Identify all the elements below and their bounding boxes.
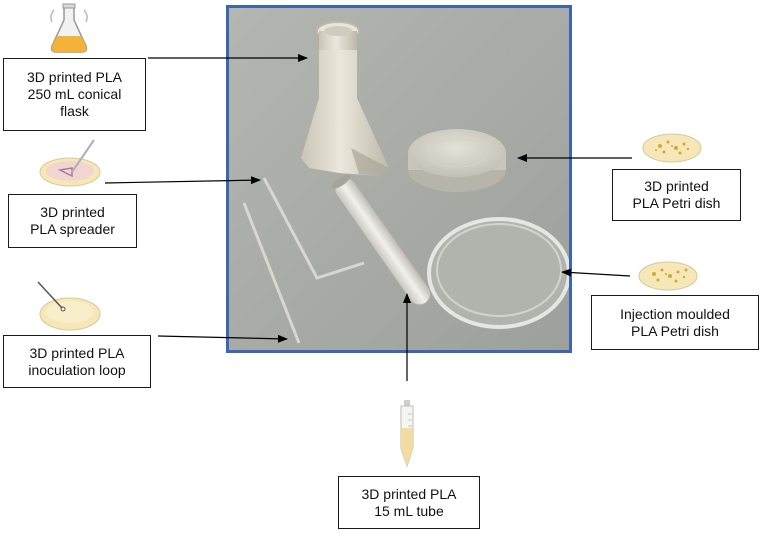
- label-spreader-line1: 3D printed: [40, 204, 105, 220]
- arrow-loop: [157, 334, 288, 343]
- pla-flask: [301, 21, 389, 176]
- label-flask-line1: 3D printed PLA: [27, 69, 122, 85]
- label-tube: 3D printed PLA 15 mL tube: [338, 476, 480, 529]
- label-loop-line1: 3D printed PLA: [29, 344, 125, 361]
- centrifuge-tube-icon: [400, 400, 414, 468]
- label-loop: 3D printed PLA inoculation loop: [3, 335, 151, 388]
- arrow-petri-moulded: [561, 268, 631, 277]
- petri-dish-colonies-icon: [638, 261, 698, 291]
- label-petri-printed-line2: PLA Petri dish: [632, 195, 721, 211]
- label-tube-line2: 15 mL tube: [374, 502, 444, 519]
- label-petri-moulded-line2: PLA Petri dish: [631, 322, 719, 339]
- petri-dish-colonies-icon: [642, 133, 702, 163]
- label-petri-moulded-line1: Injection moulded: [620, 305, 730, 322]
- label-spreader-line2: PLA spreader: [30, 221, 115, 237]
- labware-photo: [229, 8, 569, 350]
- inoculation-loop-dish-icon: [37, 281, 101, 331]
- label-loop-line2: inoculation loop: [28, 361, 126, 378]
- label-tube-line1: 3D printed PLA: [361, 485, 457, 502]
- label-petri-printed: 3D printed PLA Petri dish: [612, 169, 741, 221]
- pla-petri-dish: [408, 129, 506, 192]
- pla-tube: [331, 174, 431, 306]
- label-petri-printed-line1: 3D printed: [644, 178, 709, 194]
- label-spreader: 3D printed PLA spreader: [8, 194, 137, 248]
- label-flask-line2: 250 mL conical: [27, 86, 122, 102]
- spreader-dish-icon: [39, 139, 101, 187]
- label-flask-line3: flask: [60, 103, 89, 119]
- conical-flask-icon: [50, 3, 88, 53]
- label-flask: 3D printed PLA 250 mL conical flask: [3, 58, 146, 131]
- pla-spreader: [242, 177, 365, 344]
- moulded-petri-dish: [427, 217, 569, 329]
- photo-panel: [226, 5, 572, 353]
- arrow-spreader: [104, 176, 261, 185]
- label-petri-moulded: Injection moulded PLA Petri dish: [591, 295, 759, 350]
